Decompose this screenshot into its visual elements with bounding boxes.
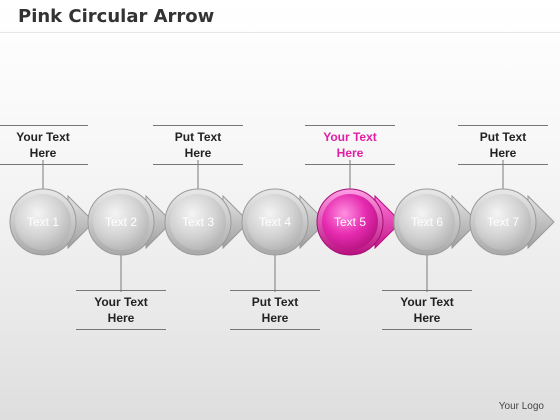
callout-rule-bottom [0, 164, 88, 165]
callout-rule-top [0, 125, 88, 126]
page-title: Pink Circular Arrow [18, 6, 215, 27]
node-label-5: Text 5 [334, 215, 366, 229]
node-5: Text 5 [316, 188, 402, 256]
callout-line-1: Put Text [251, 295, 299, 309]
title-divider [0, 32, 560, 33]
callout-rule-bottom [305, 164, 395, 165]
callout-line-1: Put Text [174, 130, 222, 144]
callout-line-2: Here [261, 311, 289, 325]
node-label-4: Text 4 [259, 215, 291, 229]
callout-rule-top [76, 290, 166, 291]
callout-rule-top [230, 290, 320, 291]
node-row: Text 1 Text 2 Text 3 Text 4 Text 5 Text 6 Text… [9, 188, 555, 256]
node-label-3: Text 3 [182, 215, 214, 229]
callout-line-2: Here [336, 146, 364, 160]
node-disc-1 [15, 194, 71, 250]
callout-rule-top [382, 290, 472, 291]
callout-line-2: Here [413, 311, 441, 325]
callout-rule-bottom [153, 164, 243, 165]
node-2: Text 2 [87, 188, 173, 256]
node-disc-5 [322, 194, 378, 250]
callout-rule-bottom [458, 164, 548, 165]
callout-line-1: Your Text [323, 130, 377, 144]
node-6: Text 6 [393, 188, 479, 256]
callout-line-1: Your Text [16, 130, 70, 144]
callout-rule-bottom [76, 329, 166, 330]
callout-line-1: Put Text [479, 130, 527, 144]
node-4: Text 4 [241, 188, 327, 256]
callout-rule-bottom [230, 329, 320, 330]
node-disc-4 [247, 194, 303, 250]
node-disc-6 [399, 194, 455, 250]
node-disc-7 [475, 194, 531, 250]
callout-line-2: Here [489, 146, 517, 160]
node-label-1: Text 1 [27, 215, 59, 229]
callout-rule-bottom [382, 329, 472, 330]
logo-text: Your Logo [498, 401, 544, 412]
node-disc-3 [170, 194, 226, 250]
callout-rule-top [458, 125, 548, 126]
node-3: Text 3 [164, 188, 250, 256]
node-disc-2 [93, 194, 149, 250]
node-7: Text 7 [469, 188, 555, 256]
callout-rule-top [305, 125, 395, 126]
callout-line-2: Here [29, 146, 57, 160]
callout-line-1: Your Text [94, 295, 148, 309]
node-label-7: Text 7 [487, 215, 519, 229]
callout-line-1: Your Text [400, 295, 454, 309]
callout-line-2: Here [184, 146, 212, 160]
node-label-2: Text 2 [105, 215, 137, 229]
callout-line-2: Here [107, 311, 135, 325]
node-label-6: Text 6 [411, 215, 443, 229]
node-1: Text 1 [9, 188, 95, 256]
callout-rule-top [153, 125, 243, 126]
